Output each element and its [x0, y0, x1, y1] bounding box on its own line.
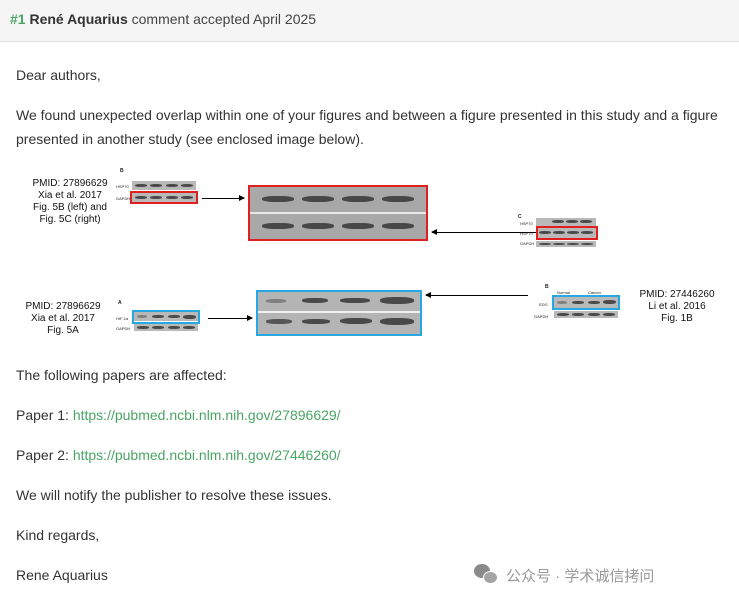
red-highlight-box: [248, 185, 428, 241]
caption-bottom-left: PMID: 27896629 Xia et al. 2017 Fig. 5A: [20, 301, 106, 337]
blot-strip: [134, 312, 198, 321]
caption-line: Fig. 5A: [47, 325, 79, 336]
paper-2: Paper 2: https://pubmed.ncbi.nlm.nih.gov…: [16, 443, 341, 467]
paper-2-label: Paper 2:: [16, 447, 69, 463]
watermark-text: 公众号 · 学术诚信拷问: [506, 567, 655, 585]
arrow-left: [425, 292, 528, 298]
blot-strip: [554, 297, 618, 308]
arrow-right: [208, 315, 253, 321]
caption-line: Fig. 1B: [661, 313, 693, 324]
blot-label: GAPDH: [116, 326, 131, 331]
blot-label: Cancer: [588, 290, 601, 295]
caption-bottom-right: PMID: 27446260 Li et al. 2016 Fig. 1B: [634, 289, 720, 325]
signature: Rene Aquarius: [16, 567, 108, 583]
red-highlight-box: [536, 226, 598, 240]
caption-line: Li et al. 2016: [648, 301, 706, 312]
blue-highlight-box: [132, 310, 200, 324]
caption-line: Fig. 5B (left) and: [33, 202, 107, 213]
blot-enlarged: [258, 292, 420, 334]
caption-line: Xia et al. 2017: [31, 313, 95, 324]
paper-2-link[interactable]: https://pubmed.ncbi.nlm.nih.gov/27446260…: [72, 447, 341, 463]
caption-top-left: PMID: 27896629 Xia et al. 2017 Fig. 5B (…: [20, 178, 120, 226]
red-highlight-box: [130, 191, 198, 204]
blot-label: GAPDH: [534, 314, 549, 319]
arrow-right: [202, 195, 245, 201]
blot-label: HSP70: [520, 221, 533, 226]
blot-strip: [554, 311, 618, 318]
overlap-figure: PMID: 27896629 Xia et al. 2017 Fig. 5B (…: [20, 160, 720, 350]
panel-letter: B: [120, 168, 124, 174]
paper-1-link[interactable]: https://pubmed.ncbi.nlm.nih.gov/27896629…: [72, 407, 341, 423]
caption-line: PMID: 27896629: [32, 178, 108, 189]
comment-number[interactable]: #1: [10, 11, 26, 27]
blot-strip: [536, 241, 596, 247]
blot-label: Normal: [557, 290, 570, 295]
paper-1-label: Paper 1:: [16, 407, 69, 423]
arrow-left: [431, 229, 536, 235]
blot-strip: [132, 181, 196, 190]
closing: Kind regards,: [16, 527, 100, 543]
blot-label: HIF-1α: [116, 316, 129, 321]
comment-header-text: #1 René Aquarius comment accepted April …: [10, 11, 316, 27]
blot-strip: [134, 324, 198, 331]
panel-letter: B: [545, 284, 549, 290]
blot-label: EDG: [539, 302, 548, 307]
blue-highlight-box: [256, 290, 422, 336]
comment-header: #1 René Aquarius comment accepted April …: [0, 0, 739, 42]
paper-1: Paper 1: https://pubmed.ncbi.nlm.nih.gov…: [16, 403, 341, 427]
intro-line-1: We found unexpected overlap within one o…: [16, 107, 718, 123]
affected-heading: The following papers are affected:: [16, 367, 227, 383]
blot-strip: [536, 228, 596, 238]
blue-highlight-box: [552, 295, 620, 310]
intro-line-2: presented in another study (see enclosed…: [16, 131, 364, 147]
panel-letter: A: [118, 300, 122, 306]
watermark: 公众号 · 学术诚信拷问: [474, 562, 724, 588]
blot-strip: [536, 218, 596, 226]
comment-status: comment accepted April 2025: [131, 11, 317, 27]
blot-label: HSP70: [520, 231, 533, 236]
notify-text: We will notify the publisher to resolve …: [16, 487, 332, 503]
panel-letter: C: [518, 214, 522, 220]
caption-line: Xia et al. 2017: [38, 190, 102, 201]
wechat-icon: [474, 564, 500, 586]
blot-label: GAPDH: [116, 196, 131, 201]
caption-line: PMID: 27896629: [25, 301, 101, 312]
caption-line: Fig. 5C (right): [39, 214, 101, 225]
comment-author[interactable]: René Aquarius: [29, 11, 128, 27]
greeting: Dear authors,: [16, 67, 101, 83]
caption-line: PMID: 27446260: [639, 289, 715, 300]
blot-label: HSP70: [116, 184, 129, 189]
blot-enlarged: [250, 187, 426, 239]
blot-strip: [132, 193, 196, 202]
blot-label: GAPDH: [520, 241, 535, 246]
